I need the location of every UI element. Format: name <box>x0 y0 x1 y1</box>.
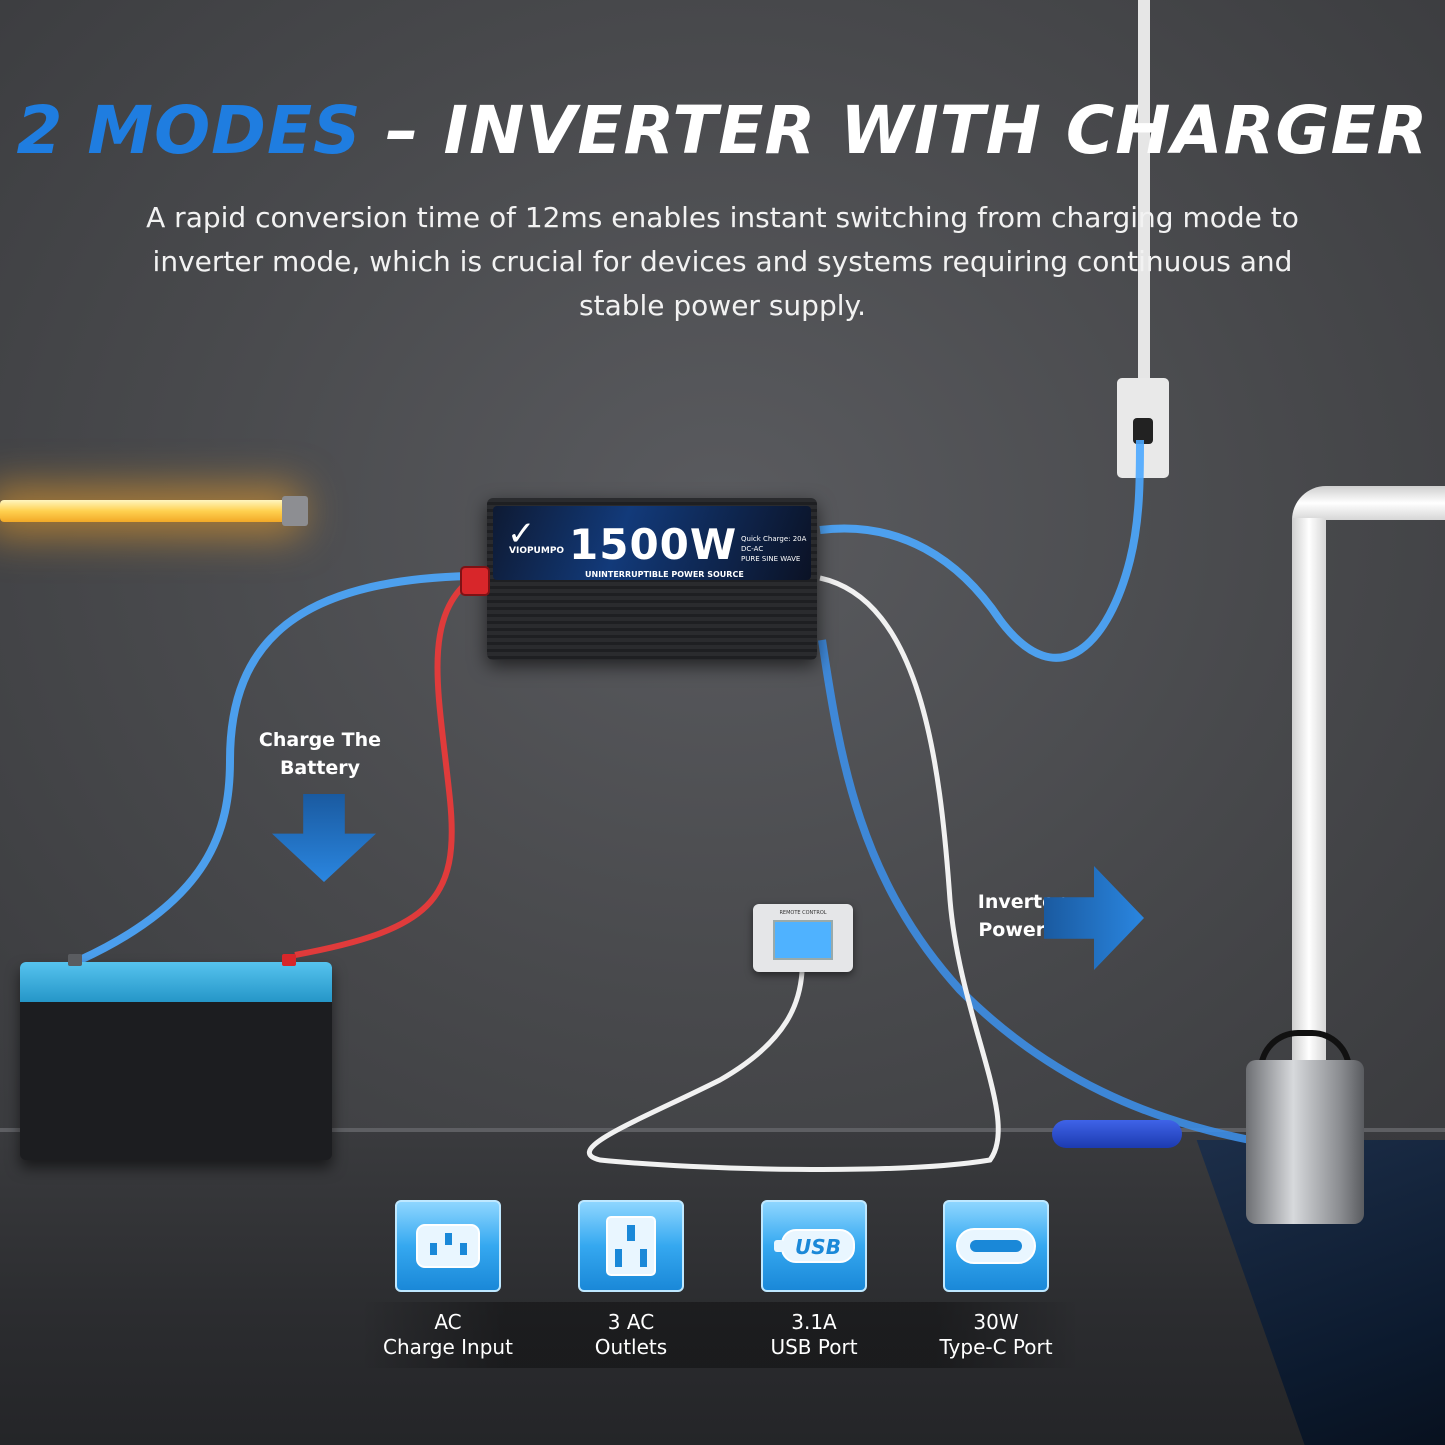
feature-ac-input-label: AC Charge Input <box>358 1310 538 1360</box>
cable-pump-output <box>818 639 1251 1144</box>
inverter-wattage: 1500W <box>569 520 738 569</box>
battery-positive-terminal <box>282 954 296 966</box>
feature-line2: Type-C Port <box>939 1335 1053 1359</box>
charge-light-bar <box>0 500 288 522</box>
remote-title: REMOTE CONTROL <box>779 910 827 916</box>
inverter-brand: VIOPUMPO <box>509 546 565 556</box>
cable-grid-input <box>819 439 1144 662</box>
feature-line1: AC <box>434 1310 462 1334</box>
feature-usb: USB 3.1A USB Port <box>724 1200 904 1360</box>
floor <box>0 1130 1445 1445</box>
plug <box>1133 418 1153 444</box>
feature-usb-label: 3.1A USB Port <box>724 1310 904 1360</box>
svg-text:USB: USB <box>795 1235 841 1259</box>
light-bar-cap <box>282 496 308 526</box>
feature-ac-outlets-label: 3 AC Outlets <box>541 1310 721 1360</box>
inverter-subtitle: UNINTERRUPTIBLE POWER SOURCE <box>585 570 744 579</box>
cable-remote <box>586 575 1001 1172</box>
inverter-info: Quick Charge: 20A DC-AC PURE SINE WAVE <box>741 534 806 564</box>
pipe-vertical <box>1292 518 1326 1078</box>
feature-line2: Charge Input <box>383 1335 513 1359</box>
ac-inlet-icon <box>395 1200 501 1292</box>
battery-negative-terminal <box>68 954 82 966</box>
title-highlight: 2 MODES <box>16 92 362 169</box>
pipe-horizontal <box>1292 486 1445 520</box>
type-c-icon <box>943 1200 1049 1292</box>
battery <box>20 954 332 1160</box>
feature-line1: 3 AC <box>607 1310 655 1334</box>
page-subtitle: A rapid conversion time of 12ms enables … <box>146 201 1299 322</box>
charge-callout-line1: Charge The <box>258 729 382 751</box>
power-inverter: ✓ VIOPUMPO 1500W UNINTERRUPTIBLE POWER S… <box>487 498 817 660</box>
float-switch <box>1052 1120 1182 1148</box>
feature-line1: 30W <box>973 1310 1019 1334</box>
feature-type-c: 30W Type-C Port <box>906 1200 1086 1360</box>
brand-check-icon: ✓ <box>507 514 536 554</box>
inverter-faceplate: ✓ VIOPUMPO 1500W UNINTERRUPTIBLE POWER S… <box>493 506 811 580</box>
battery-lid <box>20 962 332 1002</box>
floor-edge <box>0 1128 1445 1132</box>
remote-lcd <box>773 920 833 960</box>
positive-terminal <box>460 566 490 596</box>
feature-type-c-label: 30W Type-C Port <box>906 1310 1086 1360</box>
wall-cable <box>1138 0 1150 380</box>
feature-line2: USB Port <box>770 1335 858 1359</box>
charge-callout: Charge The Battery <box>240 726 400 782</box>
feature-ac-input: AC Charge Input <box>358 1200 538 1360</box>
remote-control-panel: REMOTE CONTROL <box>753 904 853 972</box>
cable-battery-negative <box>78 572 471 964</box>
page-title: 2 MODES – INVERTER WITH CHARGER <box>0 92 1445 169</box>
charge-callout-line2: Battery <box>279 757 361 779</box>
submersible-pump <box>1246 1060 1364 1224</box>
title-rest: – INVERTER WITH CHARGER <box>361 92 1429 169</box>
inverter-info-line2: DC-AC <box>741 545 764 553</box>
usb-icon: USB <box>761 1200 867 1292</box>
feature-line2: Outlets <box>594 1335 668 1359</box>
feature-ac-outlets: 3 AC Outlets <box>541 1200 721 1360</box>
cable-battery-positive <box>294 577 472 958</box>
feature-line1: 3.1A <box>791 1310 837 1334</box>
ac-outlet-icon <box>578 1200 684 1292</box>
feature-strip <box>360 1302 1080 1368</box>
inverter-info-line3: PURE SINE WAVE <box>741 555 801 563</box>
inverter-info-line1: Quick Charge: 20A <box>741 535 807 543</box>
